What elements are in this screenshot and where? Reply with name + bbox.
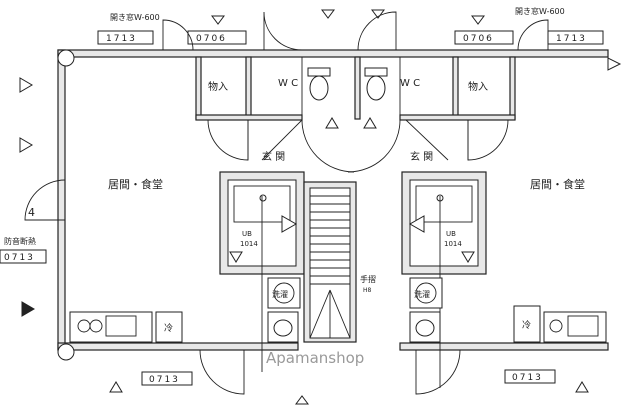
code-top-right: 1713	[556, 34, 587, 44]
stair-steps	[310, 195, 350, 285]
corner-column	[57, 343, 75, 361]
laundry-left: 洗濯	[267, 277, 301, 309]
marker-triangle	[229, 251, 243, 263]
code-tag-left-side: 0713	[0, 249, 47, 264]
wall-bottom-right	[399, 342, 609, 351]
marker-triangle	[371, 9, 385, 19]
wall-upper-bottom-left	[195, 114, 303, 121]
laundry-right: 洗濯	[409, 277, 443, 309]
marker-triangle	[363, 117, 377, 129]
wall-storage-left-left	[195, 56, 202, 120]
fridge-left-label: 冷	[164, 322, 173, 334]
entrance-left-label: 玄 関	[262, 150, 285, 163]
door-swing	[347, 119, 401, 173]
door-swing	[162, 19, 194, 51]
storage-left-label: 物入	[208, 80, 228, 93]
door-swing	[207, 119, 249, 161]
marker-triangle	[19, 77, 33, 93]
laundry-right-label: 洗濯	[414, 289, 430, 299]
code-tag-bottom-left: 0713	[141, 371, 193, 386]
door-swing	[301, 119, 355, 173]
fridge-right-label: 冷	[522, 319, 531, 331]
door-swing	[263, 11, 303, 51]
marker-triangle	[295, 395, 309, 405]
marker-triangle	[575, 381, 589, 393]
door-swing	[517, 19, 549, 51]
code-top-center-left: 0706	[196, 34, 227, 44]
marker-triangle	[19, 137, 33, 153]
wc-left-label: W C	[278, 78, 298, 89]
toilet-left	[307, 67, 331, 101]
door-swing	[467, 119, 509, 161]
code-bottom-left: 0713	[149, 375, 180, 385]
window-note-left: 開き窓W-600	[110, 12, 160, 22]
storage-right-label: 物入	[468, 80, 488, 93]
wash-basin-left	[267, 311, 299, 343]
door-swing	[199, 349, 245, 395]
ub-left-size: 1014	[240, 240, 258, 248]
handrail-sub-label: H8	[363, 287, 372, 294]
marker-triangle	[461, 251, 475, 263]
door-swing	[415, 349, 461, 395]
corner-column	[57, 49, 75, 67]
code-bottom-right: 0713	[512, 373, 543, 383]
wall-top	[57, 49, 609, 58]
code-top-left: 1713	[106, 34, 137, 44]
wc-right-label: W C	[400, 78, 420, 89]
entrance-diagonal	[261, 119, 303, 161]
wall-storage-right-right	[509, 56, 516, 120]
handrail-label: 手摺	[360, 274, 376, 284]
wall-storage-left-right	[245, 56, 252, 120]
marker-triangle	[471, 15, 485, 25]
marker-triangle	[408, 215, 425, 233]
staircase	[303, 181, 357, 343]
wash-basin-right	[409, 311, 441, 343]
marker-triangle	[109, 381, 123, 393]
laundry-left-label: 洗濯	[272, 289, 288, 299]
wall-bottom-left	[57, 342, 299, 351]
marker-triangle	[281, 215, 298, 233]
marker-triangle	[321, 9, 335, 19]
entrance-right-label: 玄 関	[410, 150, 433, 163]
fridge-left	[155, 311, 183, 343]
marker-4: 4	[28, 206, 35, 219]
code-tag-top-center-right: 0706	[454, 30, 514, 45]
door-swing	[357, 11, 397, 51]
bath-left-drain	[259, 194, 267, 202]
marker-triangle-solid	[21, 301, 35, 317]
wall-wc-center	[354, 56, 361, 120]
living-left-label: 居間・食堂	[108, 177, 163, 191]
window-note-right: 開き窓W-600	[515, 6, 565, 16]
marker-triangle	[607, 57, 622, 71]
living-right-label: 居間・食堂	[530, 177, 585, 191]
toilet-right	[364, 67, 388, 101]
marker-triangle	[325, 117, 339, 129]
watermark: Apamanshop	[266, 349, 364, 367]
bath-right-tub	[415, 185, 473, 223]
side-note: 防音断熱	[4, 236, 36, 246]
fridge-right	[513, 305, 541, 343]
wall-left	[57, 49, 66, 351]
ub-right-label: UB	[446, 230, 456, 238]
kitchen-left: 冷	[69, 311, 183, 343]
code-tag-top-right: 1713	[547, 30, 604, 45]
kitchen-right: 冷	[513, 305, 607, 343]
code-left-side: 0713	[4, 253, 35, 263]
wall-upper-bottom-right	[399, 114, 516, 121]
code-top-center-right: 0706	[463, 34, 494, 44]
marker-triangle	[211, 15, 225, 25]
code-tag-top-left: 1713	[97, 30, 154, 45]
code-tag-bottom-right: 0713	[504, 369, 556, 384]
wall-wc-right	[452, 56, 459, 120]
door-swing	[24, 179, 66, 221]
ub-left-label: UB	[242, 230, 252, 238]
code-tag-top-center-left: 0706	[187, 30, 247, 45]
ub-right-size: 1014	[444, 240, 462, 248]
entrance-diagonal	[405, 119, 449, 161]
